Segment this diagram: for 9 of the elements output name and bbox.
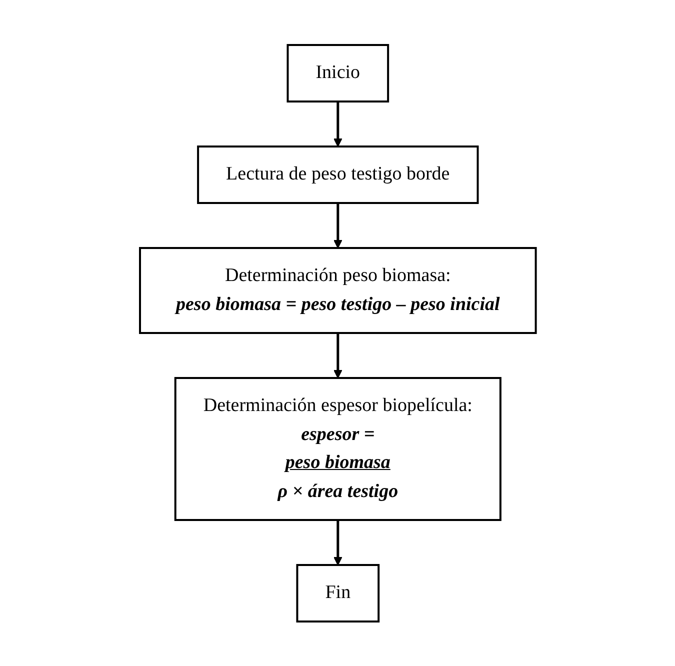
node-box: Determinación espesor biopelícula: espesor = peso biomasa ρ × área testigo	[174, 376, 502, 521]
node-box: Lectura de peso testigo borde	[196, 145, 478, 204]
arrow	[333, 202, 342, 248]
arrow	[333, 332, 342, 378]
arrow	[333, 101, 342, 147]
node-box: Fin	[296, 564, 380, 622]
arrow	[333, 520, 342, 566]
node-box: Determinación peso biomasa: peso biomasa = peso testigo – peso inicial	[138, 246, 536, 334]
node-box: Inicio	[286, 44, 389, 102]
